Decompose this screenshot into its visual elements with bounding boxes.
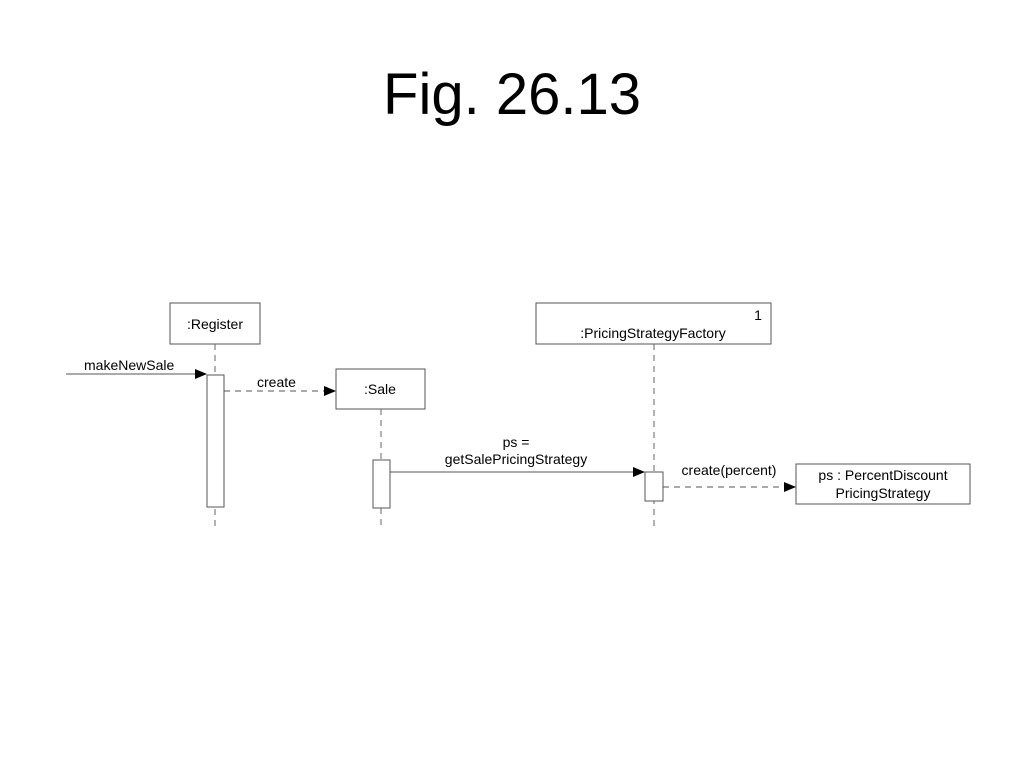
message-create-sale: create	[224, 374, 336, 396]
create-sale-label: create	[257, 374, 296, 390]
factory-label: :PricingStrategyFactory	[580, 325, 726, 341]
create-strategy-label: create(percent)	[682, 462, 777, 478]
sale-box	[335, 368, 426, 410]
register-activation	[206, 374, 225, 508]
register-lifeline: :Register	[169, 302, 261, 526]
strategy-box	[795, 463, 971, 505]
get-strategy-label-line2: getSalePricingStrategy	[445, 451, 587, 467]
sale-activation	[372, 459, 391, 509]
register-label: :Register	[187, 316, 243, 332]
factory-multiplicity: 1	[754, 307, 762, 323]
strategy-label-line1: ps : PercentDiscount	[818, 467, 947, 483]
make-new-sale-label: makeNewSale	[84, 357, 174, 373]
sale-label: :Sale	[364, 381, 396, 397]
factory-lifeline: 1 :PricingStrategyFactory	[535, 302, 772, 526]
factory-activation	[644, 471, 664, 502]
strategy-object: ps : PercentDiscount PricingStrategy	[795, 463, 971, 505]
strategy-label-line2: PricingStrategy	[836, 485, 931, 501]
get-strategy-label-line1: ps =	[503, 434, 530, 450]
message-get-strategy: ps = getSalePricingStrategy	[390, 434, 645, 477]
register-box	[169, 302, 261, 345]
message-create-strategy: create(percent)	[663, 462, 796, 492]
sale-lifeline: :Sale	[335, 368, 426, 526]
factory-box	[535, 302, 772, 345]
slide-title: Fig. 26.13	[383, 62, 641, 127]
message-make-new-sale: makeNewSale	[66, 357, 207, 379]
